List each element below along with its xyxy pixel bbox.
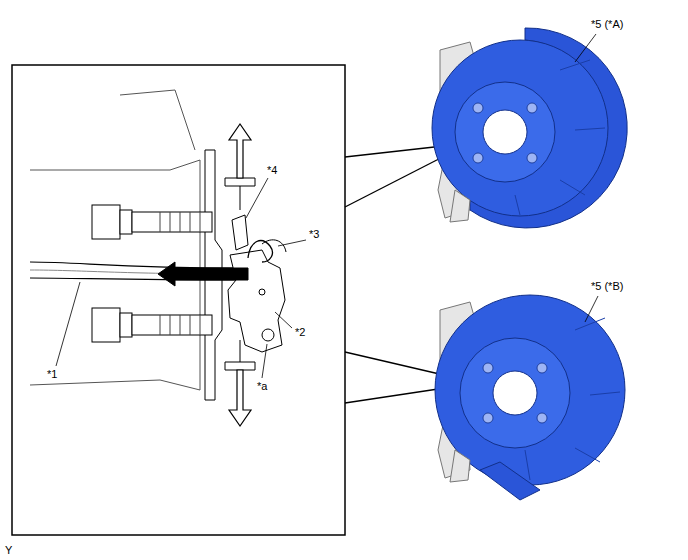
callout-number: *2 — [294, 326, 306, 339]
callout-number: *a — [256, 380, 268, 393]
callout-number: *5 (*B) — [590, 280, 624, 293]
callout-number: *3 — [308, 228, 320, 241]
inset-frame — [12, 65, 345, 535]
callout-number: *5 (*A) — [590, 18, 624, 31]
inset-detail — [30, 90, 286, 426]
callout-number: *4 — [266, 164, 278, 177]
callout-number: *1 — [46, 368, 58, 381]
backing-plate-a — [432, 28, 627, 228]
leader-lines — [56, 34, 598, 378]
backing-plate-b — [435, 295, 625, 500]
figure-code: Y — [4, 544, 13, 557]
